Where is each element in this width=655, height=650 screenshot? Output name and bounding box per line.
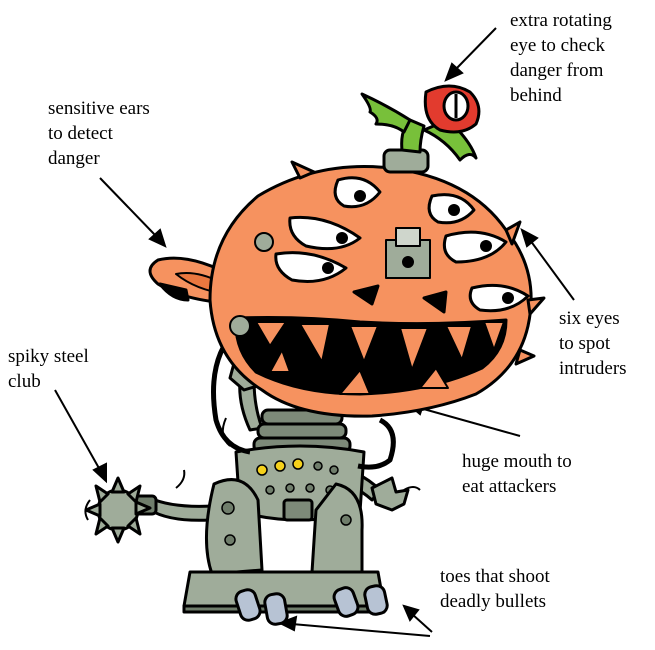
arrow-club (55, 390, 100, 470)
label-toes: toes that shoot deadly bullets (440, 564, 620, 614)
label-club: spiky steel club (8, 344, 128, 394)
arrow-toes-right (412, 614, 432, 632)
label-extra-eye: extra rotating eye to check danger from … (510, 8, 650, 108)
arrow-ears (100, 178, 156, 236)
arrow-extra-eye (455, 28, 496, 70)
label-ears: sensitive ears to detect danger (48, 96, 208, 171)
extra-rotating-eye (362, 86, 479, 160)
left-leg (206, 480, 262, 574)
club-arm (150, 498, 212, 520)
arrow-toes-left (292, 624, 430, 636)
label-mouth: huge mouth to eat attackers (462, 449, 632, 499)
eye-stalk-base (384, 150, 428, 172)
spiky-club (86, 478, 150, 542)
bird-wing-left (362, 94, 410, 132)
label-six-eyes: six eyes to spot intruders (559, 306, 655, 381)
pumpkin-head (210, 150, 544, 416)
arrow-mouth (420, 408, 520, 436)
arrow-six-eyes (530, 240, 574, 300)
